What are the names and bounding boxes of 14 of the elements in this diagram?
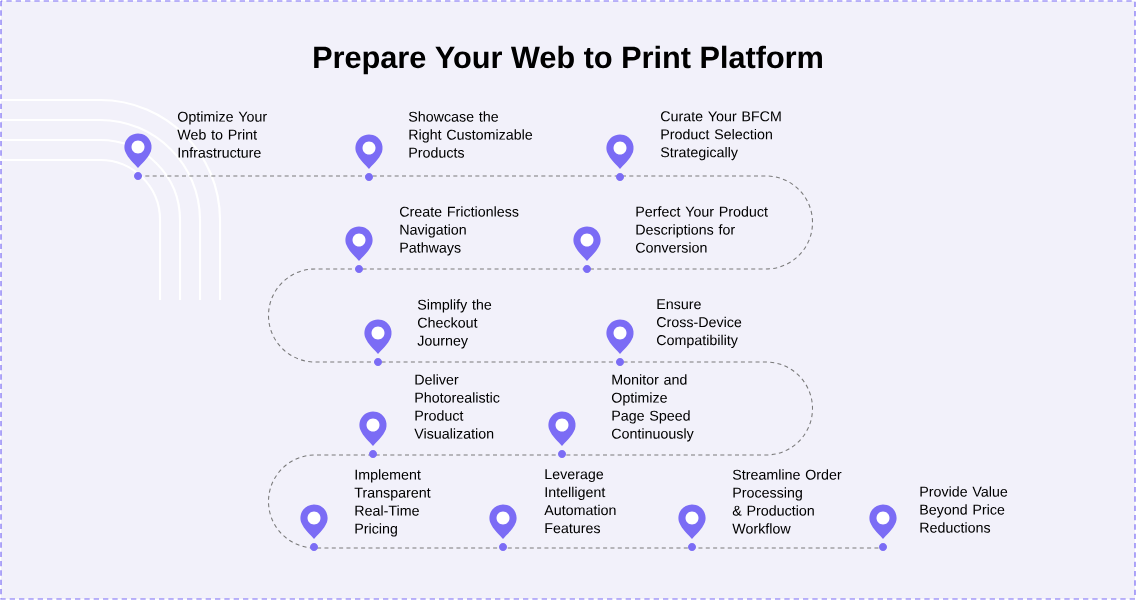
step-text: Optimize Your Web to Print Infrastructure: [177, 111, 267, 158]
title: Prepare Your Web to Print Platform: [314, 45, 822, 75]
step-text: Perfect Your Product Descriptions for Conversion: [636, 206, 768, 253]
step-text: Showcase the Right Customizable Products: [408, 111, 533, 158]
step-text: Provide Value Beyond Price Reductions: [920, 486, 1008, 533]
step-text: Streamline Order Processing & Production Workflow: [732, 469, 842, 534]
step-text: Leverage Intelligent Automation Features: [544, 469, 616, 534]
step-text: Simplify the Checkout Journey: [417, 299, 492, 349]
step-text: Monitor and Optimize Page Speed Continuously: [611, 374, 694, 442]
step-text: Implement Transparent Real-Time Pricing: [354, 469, 431, 537]
step-text: Deliver Photorealistic Product Visualization: [414, 374, 500, 439]
step-text: Ensure Cross-Device Compatibility: [657, 299, 742, 349]
step-text: Curate Your BFCM Product Selection Strategically: [660, 111, 781, 161]
step-text: Create Frictionless Navigation Pathways: [400, 206, 519, 256]
